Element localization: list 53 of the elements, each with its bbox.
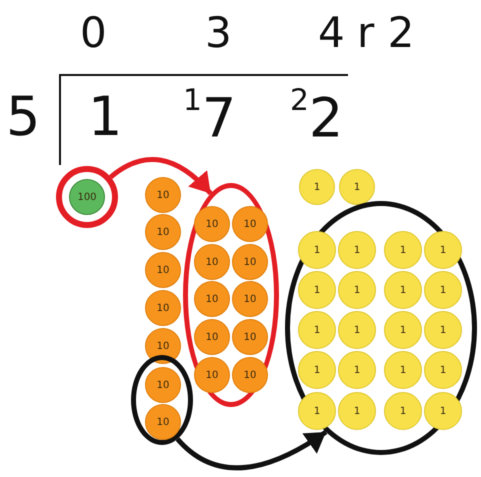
one-counter: 1 xyxy=(299,169,335,205)
grouping-oval xyxy=(131,355,193,445)
one-counter: 1 xyxy=(338,351,376,389)
one-counter: 1 xyxy=(298,271,336,309)
one-counter: 1 xyxy=(424,351,462,389)
dividend-digit: $^{1}$7 xyxy=(183,86,236,146)
one-counter: 1 xyxy=(338,311,376,349)
ten-counter: 10 xyxy=(232,319,268,355)
one-counter: 1 xyxy=(384,392,422,430)
ten-counter: 10 xyxy=(232,244,268,280)
hundred-counter: 100 xyxy=(69,179,105,215)
one-counter: 1 xyxy=(384,311,422,349)
one-counter: 1 xyxy=(338,231,376,269)
ten-counter: 10 xyxy=(194,357,230,393)
ten-counter: 10 xyxy=(194,281,230,317)
one-counter: 1 xyxy=(384,351,422,389)
ten-counter: 10 xyxy=(145,404,181,440)
grouping-oval xyxy=(183,183,279,407)
one-counter: 1 xyxy=(424,311,462,349)
ten-counter: 10 xyxy=(232,357,268,393)
quotient-digit: 0 xyxy=(80,12,107,54)
dividend-digit: $^{2}$2 xyxy=(290,86,344,146)
one-counter: 1 xyxy=(384,271,422,309)
one-counter: 1 xyxy=(424,392,462,430)
curved-arrow xyxy=(109,157,213,196)
one-counter: 1 xyxy=(338,392,376,430)
quotient-digit: 4 xyxy=(318,12,345,54)
ten-counter: 10 xyxy=(145,367,181,403)
ten-counter: 10 xyxy=(145,290,181,326)
ten-counter: 10 xyxy=(145,214,181,250)
curved-arrow xyxy=(176,430,328,470)
grouping-oval xyxy=(285,201,477,455)
one-counter: 1 xyxy=(298,351,336,389)
one-counter: 1 xyxy=(424,231,462,269)
quotient-digit: 3 xyxy=(205,12,232,54)
ten-counter: 10 xyxy=(194,206,230,242)
one-counter: 1 xyxy=(339,169,375,205)
one-counter: 1 xyxy=(298,311,336,349)
one-counter: 1 xyxy=(338,271,376,309)
divisor: 5 xyxy=(6,90,40,144)
remainder: r 2 xyxy=(357,12,414,54)
one-counter: 1 xyxy=(384,231,422,269)
ten-counter: 10 xyxy=(194,244,230,280)
one-counter: 1 xyxy=(298,392,336,430)
ten-counter: 10 xyxy=(232,281,268,317)
selection-ring xyxy=(56,166,118,228)
ten-counter: 10 xyxy=(145,177,181,213)
dividend-digit: 1 xyxy=(88,90,122,144)
ten-counter: 10 xyxy=(194,319,230,355)
one-counter: 1 xyxy=(298,231,336,269)
one-counter: 1 xyxy=(424,271,462,309)
ten-counter: 10 xyxy=(232,206,268,242)
ten-counter: 10 xyxy=(145,252,181,288)
